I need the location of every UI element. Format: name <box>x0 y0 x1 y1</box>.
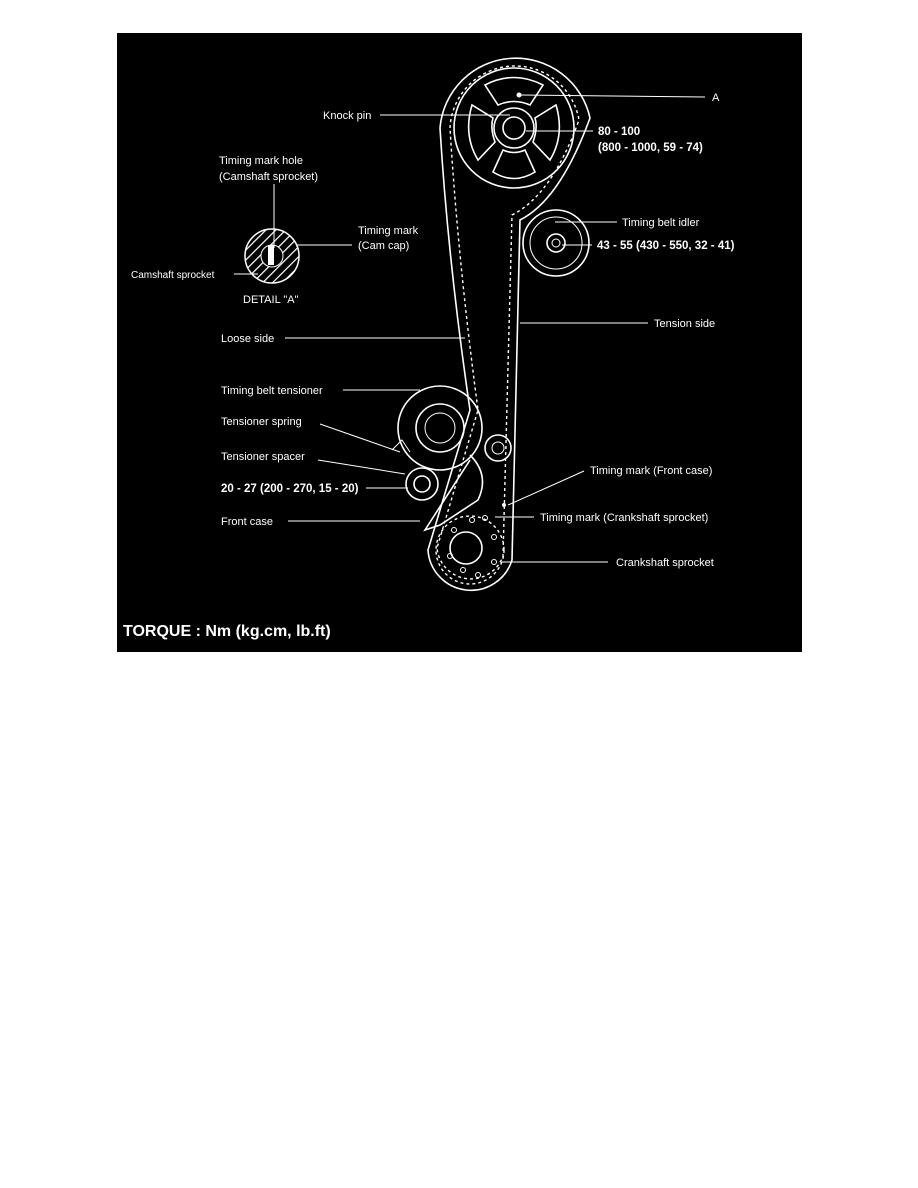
label-timing-belt-tensioner: Timing belt tensioner <box>221 385 323 397</box>
label-cam-torque-2: (800 - 1000, 59 - 74) <box>598 142 703 154</box>
knock-pin <box>516 92 522 98</box>
crankshaft-sprocket <box>435 503 506 585</box>
label-timing-belt-idler: Timing belt idler <box>622 217 700 229</box>
label-timing-mark-front-case: Timing mark (Front case) <box>590 465 712 477</box>
label-camshaft-sprocket: Camshaft sprocket <box>131 270 215 281</box>
camshaft-sprocket <box>453 67 575 189</box>
detail-a-view <box>244 228 300 284</box>
label-timing-mark-cap-1: Timing mark <box>358 225 419 237</box>
timing-belt-idler <box>522 209 590 277</box>
label-front-case: Front case <box>221 516 273 528</box>
label-a: A <box>712 92 720 104</box>
label-knock-pin: Knock pin <box>323 110 371 122</box>
label-detail-a: DETAIL "A" <box>243 294 299 306</box>
label-crankshaft-sprocket: Crankshaft sprocket <box>616 557 714 569</box>
tensioner-bolt <box>484 434 512 462</box>
label-timing-mark-hole-2: (Camshaft sprocket) <box>219 171 318 183</box>
label-tensioner-spring: Tensioner spring <box>221 416 302 428</box>
label-tensioner-torque: 20 - 27 (200 - 270, 15 - 20) <box>221 483 359 495</box>
label-loose-side: Loose side <box>221 333 274 345</box>
label-timing-mark-hole-1: Timing mark hole <box>219 155 303 167</box>
label-tensioner-spacer: Tensioner spacer <box>221 451 305 463</box>
tensioner-spacer <box>405 467 439 501</box>
label-tension-side: Tension side <box>654 318 715 330</box>
diagram-background <box>117 33 802 652</box>
torque-legend: TORQUE : Nm (kg.cm, lb.ft) <box>123 623 331 640</box>
timing-belt <box>427 57 591 592</box>
label-idler-torque: 43 - 55 (430 - 550, 32 - 41) <box>597 240 735 252</box>
label-cam-torque-1: 80 - 100 <box>598 126 640 138</box>
timing-belt-tensioner <box>391 385 512 532</box>
label-timing-mark-cap-2: (Cam cap) <box>358 240 409 252</box>
label-timing-mark-crankshaft: Timing mark (Crankshaft sprocket) <box>540 512 708 524</box>
leader-lines <box>234 94 706 563</box>
